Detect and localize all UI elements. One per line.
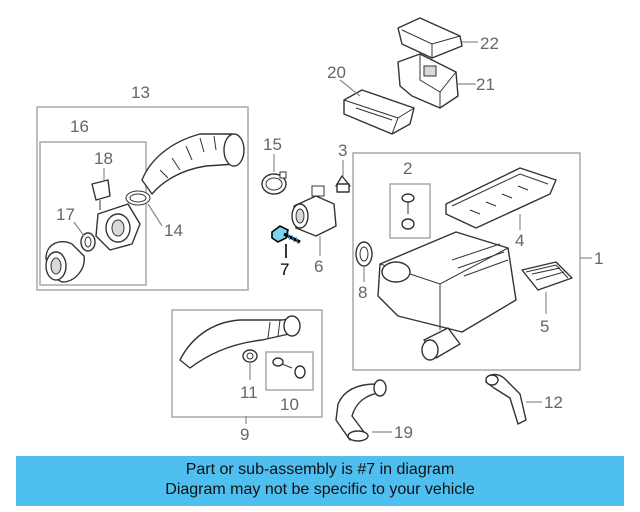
group-box-10 [265,351,314,391]
callout-18: 18 [94,149,113,168]
part-16-throttle-body [95,203,141,251]
part-4-lid [445,167,557,229]
part-15-clamp [261,171,287,195]
info-banner: Part or sub-assembly is #7 in diagram Di… [16,456,624,506]
callout-10: 10 [280,395,299,414]
callout-12: 12 [544,393,563,412]
part-6-maf-sensor [291,185,337,237]
group-box-9 [171,309,323,418]
part-11-grommet [242,349,258,363]
callout-7: 7 [280,260,289,279]
part-21-duct [397,53,459,109]
group-box-1 [352,152,581,371]
part-22-cover [397,17,463,59]
part-17-gasket [80,232,96,252]
group-box-13 [36,106,249,291]
callout-22: 22 [480,34,499,53]
banner-line-2: Diagram may not be specific to your vehi… [165,481,475,498]
callout-11: 11 [240,383,258,402]
callout-16: 16 [70,117,89,136]
banner-line-1: Part or sub-assembly is #7 in diagram [185,461,455,478]
callout-9: 9 [240,425,249,444]
part-18-sensor [91,179,111,210]
part-12-hose [485,373,527,425]
callout-5: 5 [540,317,549,336]
part-1-air-cleaner [377,231,517,361]
callout-13: 13 [131,83,150,102]
callout-20: 20 [327,63,346,82]
callout-4: 4 [515,231,524,250]
callout-2: 2 [403,159,412,178]
callout-3: 3 [338,141,347,160]
callout-1: 1 [594,249,603,268]
part-13-hose [141,133,245,195]
part-19-hose [335,379,387,442]
part-9-intake-pipe [179,315,301,369]
part-5-filter [521,261,573,291]
callout-21: 21 [476,75,495,94]
callout-6: 6 [314,257,323,276]
callout-14: 14 [164,221,183,240]
part-20-resonator [343,89,415,135]
part-7-bolt [271,225,301,245]
group-box-2 [389,183,431,239]
group-box-16 [39,141,147,286]
part-10-fasteners [272,357,306,379]
callout-8: 8 [358,283,367,302]
callout-15: 15 [263,135,282,154]
part-17-flange [45,240,85,283]
part-3-grommet [335,175,351,193]
callout-17: 17 [56,205,75,224]
callout-19: 19 [394,423,413,442]
parts-diagram: 22 21 20 13 16 18 17 14 15 3 2 7 6 4 1 8… [36,17,603,444]
part-2-fastener [401,193,415,230]
part-8-gasket [355,241,373,267]
part-14-clamp [125,190,151,206]
